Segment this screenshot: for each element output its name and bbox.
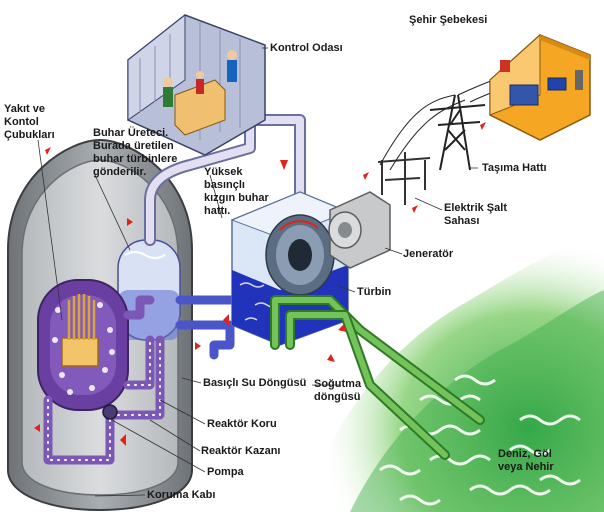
label-grid: Şehir Şebekesi — [409, 14, 488, 26]
steam-line — [144, 114, 306, 246]
generator — [328, 191, 391, 269]
label-fuel-rods: Yakıt ve Kontol Çubukları — [4, 103, 55, 141]
turbine-rotor — [265, 214, 335, 296]
label-steam-generator: Buhar Üreteci. Burada üretilen buhar tür… — [93, 127, 178, 178]
label-reactor-vessel: Reaktör Kazanı — [201, 445, 281, 457]
label-switchyard: Elektrik Şalt Sahası — [444, 202, 507, 227]
label-pump: Pompa — [207, 466, 244, 478]
cooling-loop — [270, 295, 485, 460]
label-reactor-core: Reaktör Koru — [207, 418, 277, 430]
flow-arrows — [34, 122, 486, 446]
control-room — [127, 13, 266, 156]
label-generator: Jeneratör — [403, 248, 454, 260]
water-body — [300, 235, 604, 512]
pump — [102, 404, 118, 420]
label-pressurized-loop: Basıçlı Su Döngüsü — [203, 377, 307, 389]
label-control-room: Kontrol Odası — [270, 42, 343, 54]
switchyard — [377, 152, 431, 205]
city-house — [489, 33, 591, 141]
label-turbine: Türbin — [357, 286, 392, 298]
label-water-source: Deniz, Göl veya Nehir — [498, 448, 554, 473]
reactor-core — [61, 294, 99, 367]
label-transmission-line: Taşıma Hattı — [482, 162, 547, 174]
label-containment: Koruma Kabı — [147, 489, 216, 501]
leader-lines — [37, 47, 478, 497]
label-cooling-loop: Soğutma döngüsü — [314, 378, 362, 403]
label-steam-line: Yüksek basınçlı kızgın buhar hattı. — [204, 166, 269, 217]
